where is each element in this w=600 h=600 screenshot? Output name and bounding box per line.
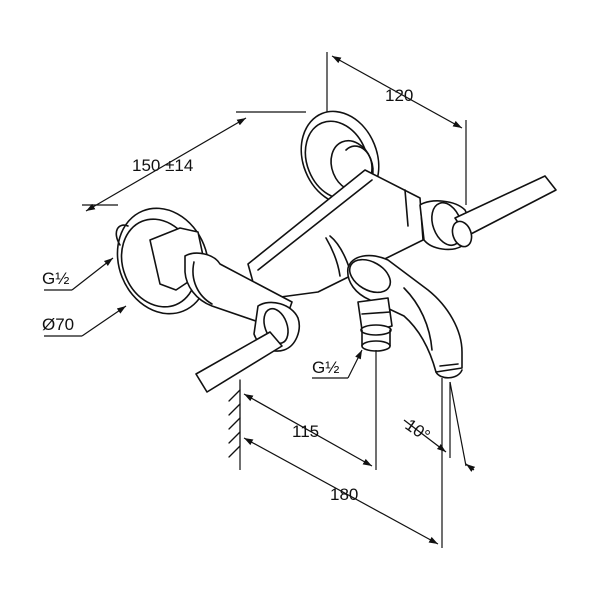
outlet-connector [357, 297, 393, 352]
dimension-150-label: 150 ±14 [132, 156, 193, 175]
handle-front [195, 301, 300, 393]
leader-diameter [81, 305, 127, 337]
angle-ray-vertical [449, 381, 467, 467]
spout [346, 254, 463, 379]
handle-back [419, 175, 557, 251]
dimension-line-120 [331, 55, 463, 129]
wall-hatching [228, 379, 241, 458]
diameter-label: Ø70 [42, 315, 74, 334]
dimension-120-label: 120 [385, 86, 413, 105]
dimension-115-label: 115 [292, 422, 319, 441]
leader-thread-outlet [347, 349, 363, 379]
dimension-line-180 [243, 437, 439, 545]
thread-outlet-label: G½ [312, 358, 339, 377]
angle-dim-left [403, 419, 447, 453]
angle-dim-right [465, 463, 476, 472]
angle-label: 10° [402, 415, 434, 445]
leader-thread-left [71, 257, 114, 291]
dimension-line-150 [85, 117, 247, 212]
thread-left-label: G½ [42, 269, 69, 288]
dimension-180-label: 180 [330, 485, 358, 504]
